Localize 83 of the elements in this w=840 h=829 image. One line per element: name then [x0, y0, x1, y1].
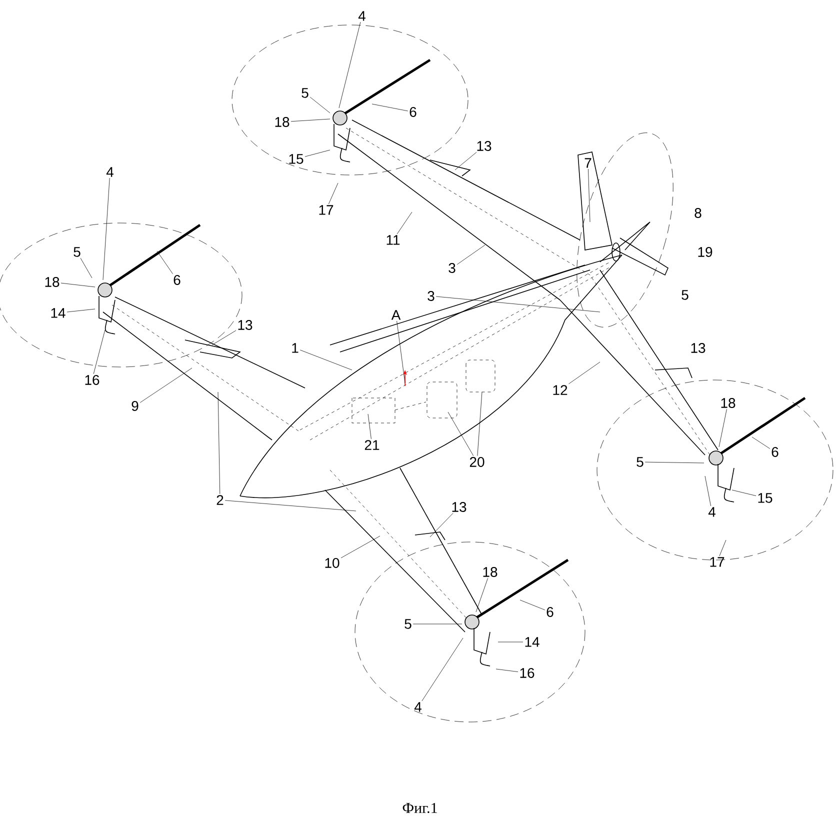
- leader-line: [719, 540, 726, 556]
- callout-number: 13: [452, 502, 466, 512]
- callout-number: 17: [710, 557, 724, 567]
- leader-line: [93, 330, 106, 374]
- leader-line: [704, 476, 712, 506]
- callout-number: 6: [772, 447, 778, 457]
- leader-line: [644, 462, 704, 464]
- callout-number: 20: [470, 457, 484, 467]
- callout-number: A: [391, 310, 401, 320]
- leader-line: [476, 578, 488, 612]
- leader-line: [218, 392, 220, 494]
- leader-line: [372, 104, 408, 112]
- callout-number: 13: [691, 343, 706, 353]
- callout-number: 15: [758, 493, 772, 503]
- leader-line: [304, 150, 330, 157]
- callout-number: 15: [289, 154, 304, 164]
- leader-line: [102, 178, 110, 280]
- callout-number: 9: [132, 401, 138, 411]
- leader-line: [328, 182, 338, 204]
- leader-line: [310, 96, 330, 114]
- leader-line: [300, 350, 352, 370]
- leader-line: [60, 282, 96, 288]
- callout-number: 13: [477, 141, 492, 151]
- leader-line: [436, 296, 600, 312]
- callout-number: 5: [636, 457, 644, 467]
- leader-line: [588, 168, 590, 222]
- callout-number: 8: [694, 208, 702, 218]
- callout-number: 14: [51, 308, 66, 318]
- callout-number: 5: [682, 290, 688, 300]
- leader-line: [156, 250, 173, 274]
- callout-number: 11: [386, 235, 400, 245]
- callout-number: 6: [410, 107, 416, 117]
- callout-number: 4: [106, 167, 114, 177]
- callout-number: 21: [364, 440, 380, 450]
- leader-line: [477, 392, 482, 456]
- leader-line: [368, 414, 372, 440]
- callout-number: 6: [174, 275, 180, 285]
- callout-number: 4: [358, 11, 366, 21]
- callout-number: 18: [483, 567, 498, 577]
- callout-number: 3: [448, 263, 456, 273]
- callout-number: 13: [238, 320, 252, 330]
- callout-number: 18: [45, 277, 60, 287]
- leader-line: [568, 362, 600, 384]
- callout-number: 5: [302, 88, 308, 98]
- leader-line: [448, 412, 474, 456]
- callout-number: 16: [85, 375, 100, 385]
- leader-line: [338, 22, 361, 108]
- leader-line: [454, 152, 477, 170]
- callout-number: 4: [414, 702, 422, 712]
- leader-line: [752, 436, 770, 449]
- leader-line: [718, 408, 727, 448]
- leader-line: [396, 212, 412, 234]
- callout-number: 4: [708, 507, 716, 517]
- leader-line: [212, 330, 236, 346]
- callout-number: 14: [525, 637, 540, 647]
- leader-line: [80, 258, 92, 278]
- callout-number: 18: [275, 117, 290, 127]
- callout-number: 19: [698, 247, 712, 257]
- leader-line: [140, 368, 192, 403]
- leader-line: [430, 512, 454, 538]
- callout-number: 7: [584, 158, 592, 168]
- callout-number: 1: [292, 343, 298, 353]
- callout-number: 17: [319, 205, 334, 215]
- callout-number: 12: [553, 385, 568, 395]
- leader-line: [340, 536, 380, 558]
- callout-number: 2: [216, 495, 224, 505]
- leader-line: [290, 118, 330, 122]
- leader-line: [496, 668, 518, 672]
- leader-line: [456, 244, 486, 265]
- leader-line: [422, 638, 464, 702]
- leader-line: [520, 600, 546, 610]
- callout-number: 3: [428, 291, 434, 301]
- callout-number: 10: [325, 558, 340, 568]
- leader-line: [66, 308, 96, 312]
- leader-line: [224, 500, 356, 512]
- callout-number: 5: [74, 247, 80, 257]
- leader-line: [732, 490, 756, 496]
- callout-number: 6: [546, 607, 554, 617]
- figure-caption: Фиг.1: [402, 802, 437, 814]
- callout-number: 18: [721, 398, 736, 408]
- callout-number: 16: [520, 668, 534, 678]
- leader-line: [396, 320, 406, 384]
- callout-number: 5: [404, 619, 412, 629]
